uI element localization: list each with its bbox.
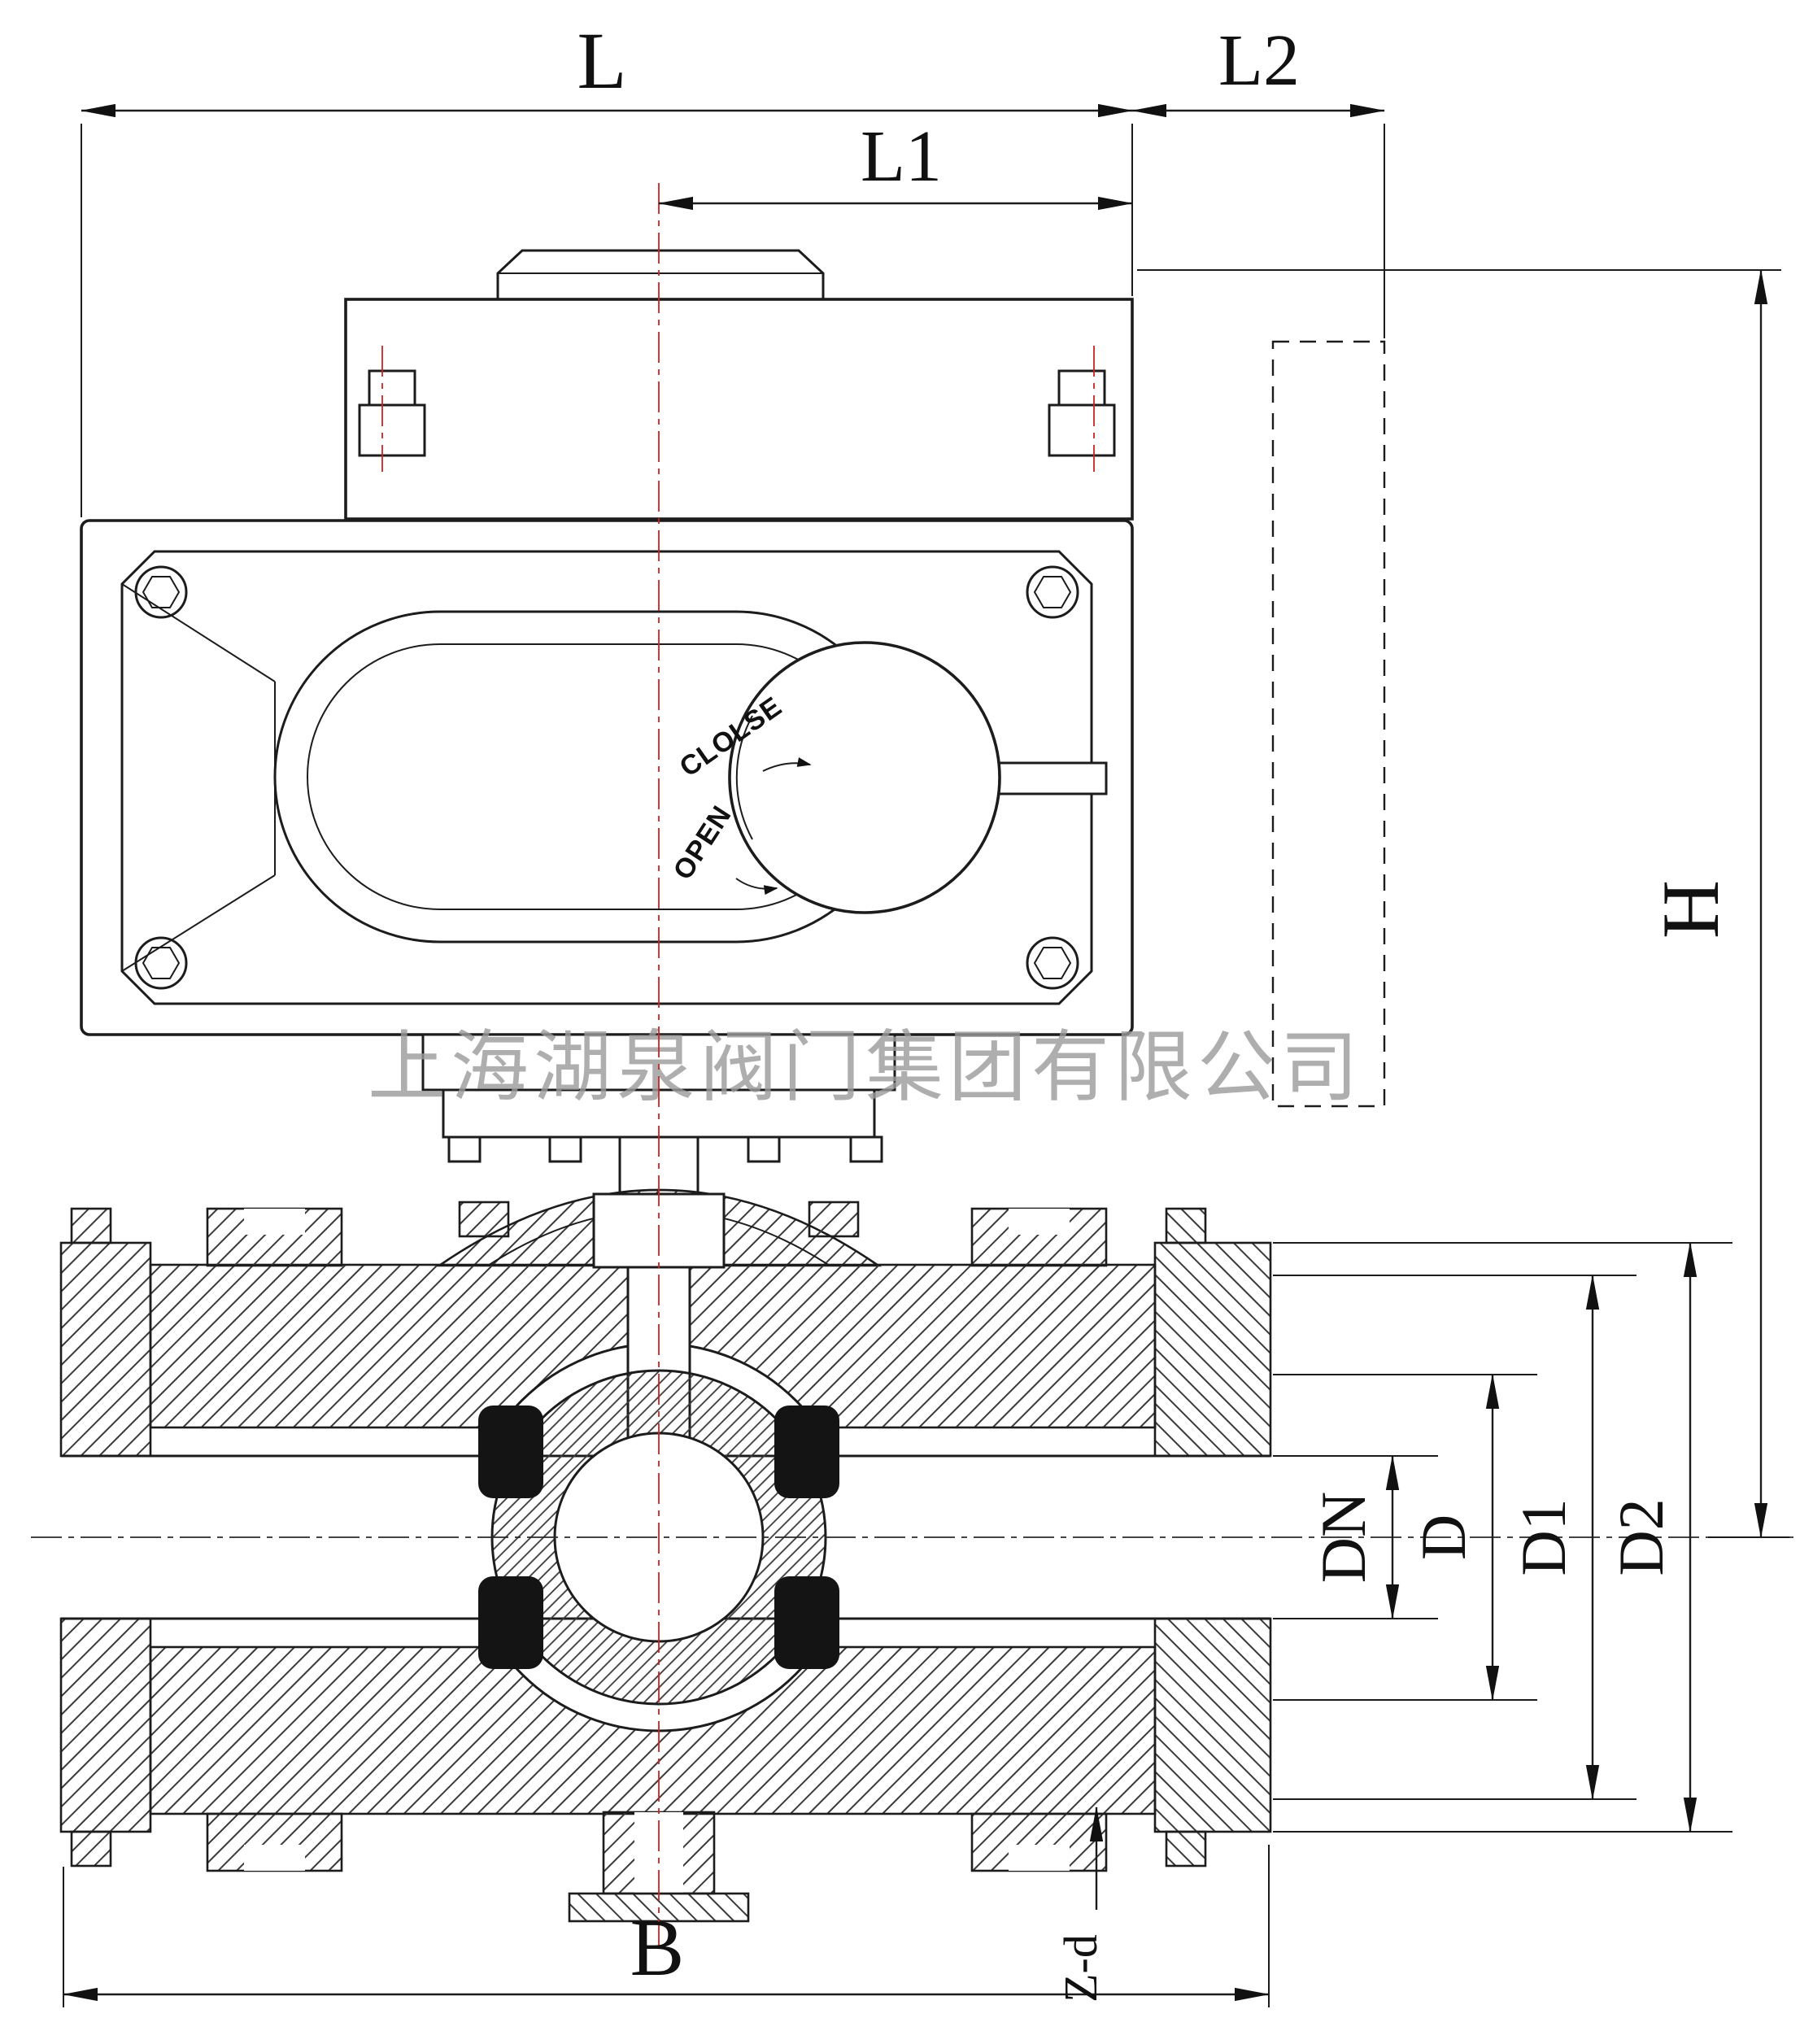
actuator-upper-housing bbox=[344, 298, 1134, 521]
corner-bolt-bottom-left bbox=[134, 936, 188, 990]
right-flange-notch-top bbox=[1165, 1207, 1207, 1244]
hidden-extension-box bbox=[1271, 340, 1386, 1108]
dn-label: DN bbox=[1308, 1492, 1379, 1584]
bracket-stud-2 bbox=[548, 1135, 582, 1163]
left-flange-notch-top bbox=[70, 1207, 112, 1244]
bracket-stud-4 bbox=[849, 1135, 883, 1163]
d-label: D bbox=[1408, 1514, 1479, 1560]
housing-clip-right-small bbox=[1057, 369, 1106, 407]
housing-clip-right bbox=[1048, 403, 1116, 457]
actuator-top-cap bbox=[496, 249, 825, 301]
right-flange-top bbox=[1153, 1241, 1272, 1458]
bracket-stud-3 bbox=[747, 1135, 781, 1163]
left-flange-notch-bottom bbox=[70, 1830, 112, 1867]
seat-left-bottom bbox=[478, 1576, 543, 1669]
flange-slot-top-right bbox=[1009, 1209, 1070, 1235]
handwheel[interactable] bbox=[728, 641, 1001, 914]
handwheel-inner-arc bbox=[735, 715, 753, 840]
corner-bolt-top-right bbox=[1026, 565, 1079, 619]
close-arrow-icon bbox=[762, 757, 812, 772]
actuator-face-frame bbox=[120, 550, 1093, 1005]
seat-right-bottom bbox=[774, 1576, 839, 1669]
right-flange-bottom bbox=[1153, 1617, 1272, 1833]
right-flange-notch-bottom bbox=[1165, 1830, 1207, 1867]
valve-body-section bbox=[59, 1188, 1272, 1923]
l2-label: L2 bbox=[1218, 20, 1300, 101]
open-arrow-icon bbox=[735, 878, 778, 896]
housing-clip-left-small bbox=[368, 369, 416, 407]
flange-slot-bottom-left bbox=[244, 1845, 305, 1871]
zd-label: Z-d bbox=[1054, 1934, 1107, 2003]
company-watermark: 上海湖泉阀门集团有限公司 bbox=[368, 1024, 1363, 1111]
centerlines bbox=[31, 183, 1793, 1948]
dimension-annotations: L L2 L1 H DN D D1 D2 bbox=[62, 15, 1789, 2007]
bracket-stud-1 bbox=[447, 1135, 482, 1163]
dome-tab-left bbox=[458, 1201, 510, 1238]
seat-left-top bbox=[478, 1406, 543, 1498]
handwheel-lever bbox=[996, 761, 1108, 795]
corner-bolt-bottom-right bbox=[1026, 936, 1079, 990]
seat-right-top bbox=[774, 1406, 839, 1498]
b-label: B bbox=[630, 1902, 685, 1993]
left-flange-bottom bbox=[59, 1617, 152, 1833]
flange-slot-top-left bbox=[244, 1209, 305, 1235]
dome-tab-right bbox=[808, 1201, 860, 1238]
d2-label: D2 bbox=[1606, 1498, 1676, 1575]
d1-label: D1 bbox=[1508, 1498, 1579, 1575]
l-label: L bbox=[577, 15, 626, 106]
left-flange-top bbox=[59, 1241, 152, 1458]
housing-clip-left bbox=[358, 403, 426, 457]
electric-actuator: CLOLSE OPEN bbox=[80, 249, 1134, 1036]
l1-label: L1 bbox=[861, 116, 942, 197]
corner-bolt-top-left bbox=[134, 565, 188, 619]
flange-slot-bottom-right bbox=[1009, 1845, 1070, 1871]
h-label: H bbox=[1645, 880, 1736, 939]
